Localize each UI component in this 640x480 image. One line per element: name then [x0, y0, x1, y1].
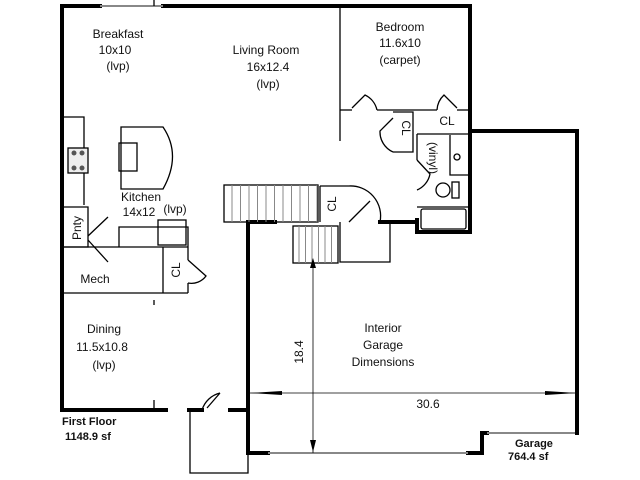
- living-name: Living Room: [233, 43, 300, 57]
- garage-note-1: Interior: [364, 321, 401, 335]
- doors: [87, 94, 458, 411]
- garage-width: 30.6: [416, 397, 440, 411]
- kitchen-size: 14x12: [123, 205, 156, 219]
- exterior-walls: [60, 4, 579, 455]
- garage-depth: 18.4: [292, 340, 306, 364]
- floor-label: First Floor: [62, 416, 117, 428]
- garage-area: 764.4 sf: [508, 451, 549, 463]
- breakfast-floor: (lvp): [106, 59, 129, 73]
- dining-name: Dining: [87, 322, 121, 336]
- dining-size: 11.5x10.8: [76, 340, 128, 354]
- kitchen-name: Kitchen: [121, 190, 161, 204]
- staircase: [223, 184, 339, 264]
- garage-label: Garage: [515, 438, 553, 450]
- bedroom-size: 11.6x10: [379, 36, 421, 50]
- garage-note-3: Dimensions: [352, 355, 415, 369]
- interior-walls: [64, 0, 468, 410]
- closet-label: CL: [439, 114, 455, 128]
- dining-floor: (lvp): [92, 358, 115, 372]
- mech-name: Mech: [80, 272, 109, 286]
- living-size: 16x12.4: [247, 60, 290, 74]
- floor-area: 1148.9 sf: [65, 431, 111, 443]
- kitchen-floor: (lvp): [163, 202, 186, 216]
- closet-label: CL: [399, 120, 413, 136]
- bedroom-floor: (carpet): [379, 53, 420, 67]
- bedroom-name: Bedroom: [376, 20, 425, 34]
- garage-note-2: Garage: [363, 338, 403, 352]
- dimension-lines: [250, 258, 577, 453]
- bath-floor: (vinyl): [426, 142, 440, 174]
- breakfast-size: 10x10: [99, 43, 132, 57]
- breakfast-name: Breakfast: [93, 27, 144, 41]
- closet-label: CL: [325, 196, 339, 212]
- living-floor: (lvp): [256, 77, 279, 91]
- pantry-name: Pnty: [70, 216, 84, 240]
- porch: [189, 410, 249, 474]
- closet-label: CL: [169, 262, 183, 278]
